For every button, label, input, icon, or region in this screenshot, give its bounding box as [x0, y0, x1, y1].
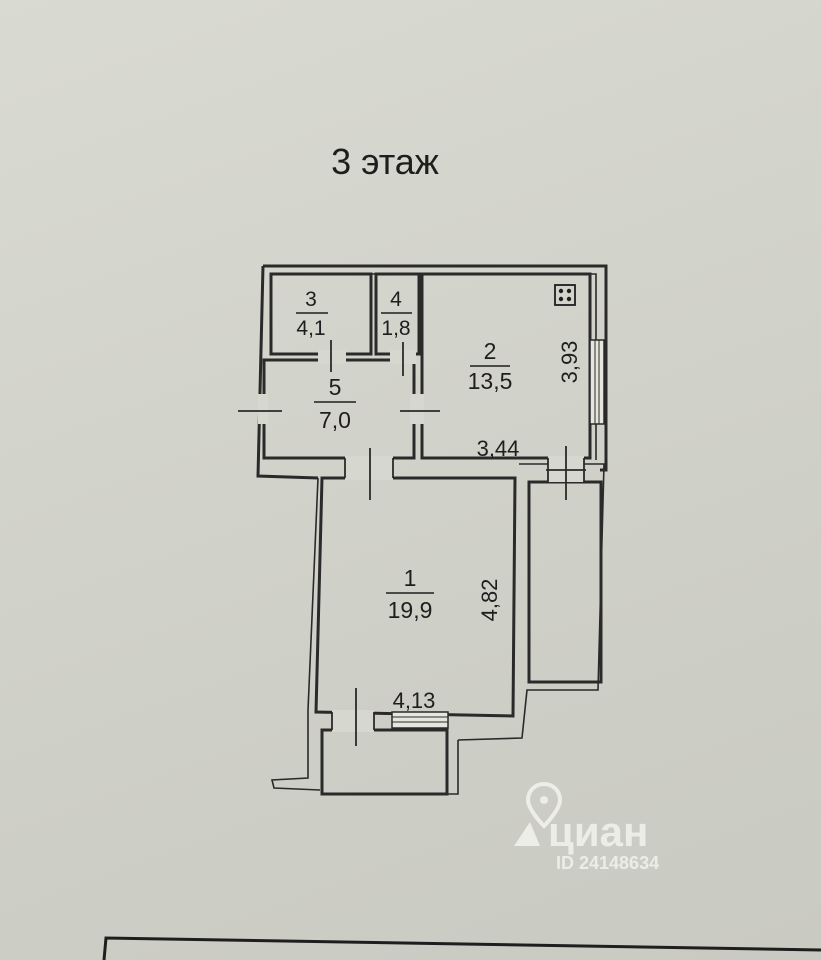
room-3-label: 3 4,1	[296, 288, 328, 340]
bottom-frame	[102, 936, 821, 960]
room-1-area: 19,9	[388, 597, 433, 623]
room-1-height-dimension: 4,82	[477, 579, 502, 622]
loggia-bottom-outline	[320, 728, 449, 796]
room-1-number: 1	[404, 565, 417, 591]
room-2-height-dimension: 3,93	[557, 341, 582, 384]
balcony-right-outline	[527, 480, 603, 684]
room-2-label: 2 13,5	[468, 338, 513, 394]
room-2-number: 2	[484, 338, 497, 364]
room-4-number: 4	[390, 288, 402, 311]
watermark-brand: циан	[548, 808, 648, 855]
room-5-number: 5	[329, 374, 342, 400]
room-2-area: 13,5	[468, 368, 513, 394]
location-pin-icon	[514, 781, 563, 846]
watermark-id: ID 24148634	[556, 853, 659, 873]
room-1-label: 1 19,9	[386, 565, 434, 623]
door-markers	[238, 340, 586, 746]
window-room-2	[589, 339, 605, 425]
room-5-label: 5 7,0	[314, 374, 356, 433]
room-4-label: 4 1,8	[381, 288, 412, 340]
room-5-area: 7,0	[319, 407, 351, 433]
room-1-outline	[314, 476, 517, 718]
room-3-outline	[269, 272, 373, 356]
stove-icon	[554, 284, 576, 306]
room-2-width-dimension: 3,44	[477, 436, 520, 461]
room-3-area: 4,1	[296, 317, 325, 340]
room-4-area: 1,8	[381, 317, 410, 340]
window-room-1	[391, 711, 449, 729]
room-4-outline	[374, 272, 421, 356]
watermark: циан ID 24148634	[514, 781, 659, 873]
room-3-number: 3	[305, 288, 317, 311]
room-1-width-dimension: 4,13	[393, 688, 436, 713]
floor-title: 3 этаж	[331, 141, 439, 182]
